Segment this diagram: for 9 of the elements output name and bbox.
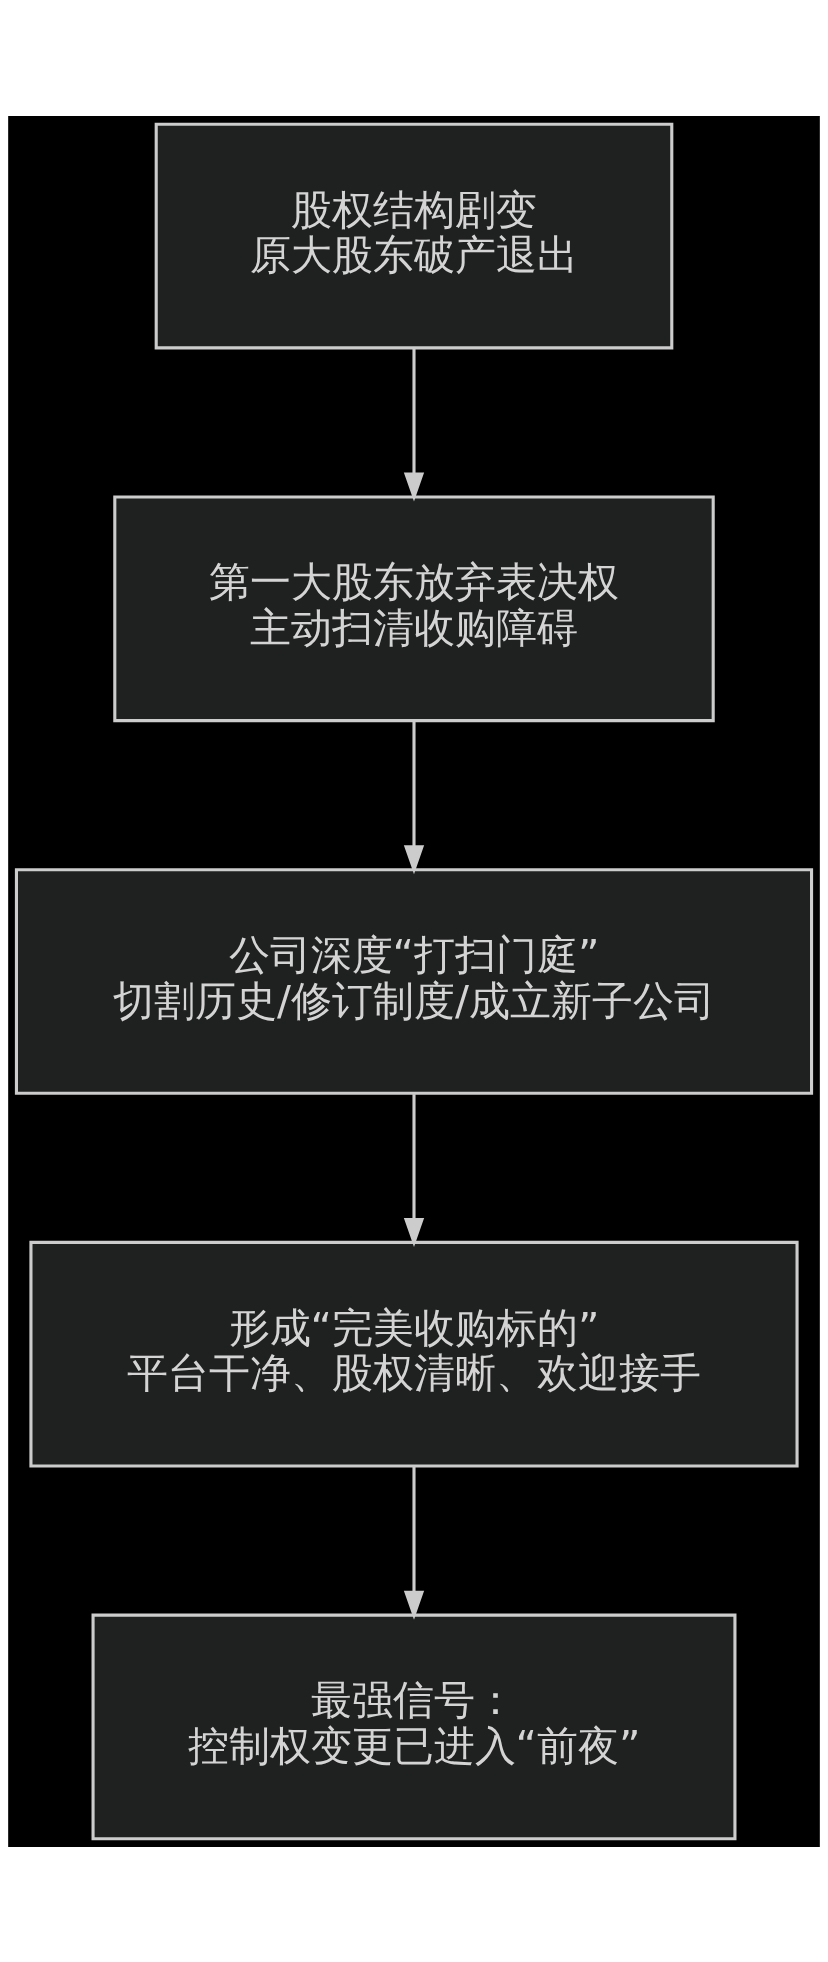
node-box: 最强信号： 控制权变更已进入“前夜” <box>91 1613 737 1840</box>
node-box: 公司深度“打扫门庭” 切割历史/修订制度/成立新子公司 <box>14 867 814 1095</box>
arrow <box>403 1093 425 1247</box>
node-box: 形成“完美收购标的” 平台干净、股权清晰、欢迎接手 <box>29 1240 799 1468</box>
node-box: 股权结构剧变 原大股东破产退出 <box>154 122 674 349</box>
arrow <box>403 1466 425 1620</box>
node-box: 第一大股东放弃表决权 主动扫清收购障碍 <box>113 494 715 722</box>
arrow <box>403 720 425 874</box>
arrow <box>403 348 425 502</box>
